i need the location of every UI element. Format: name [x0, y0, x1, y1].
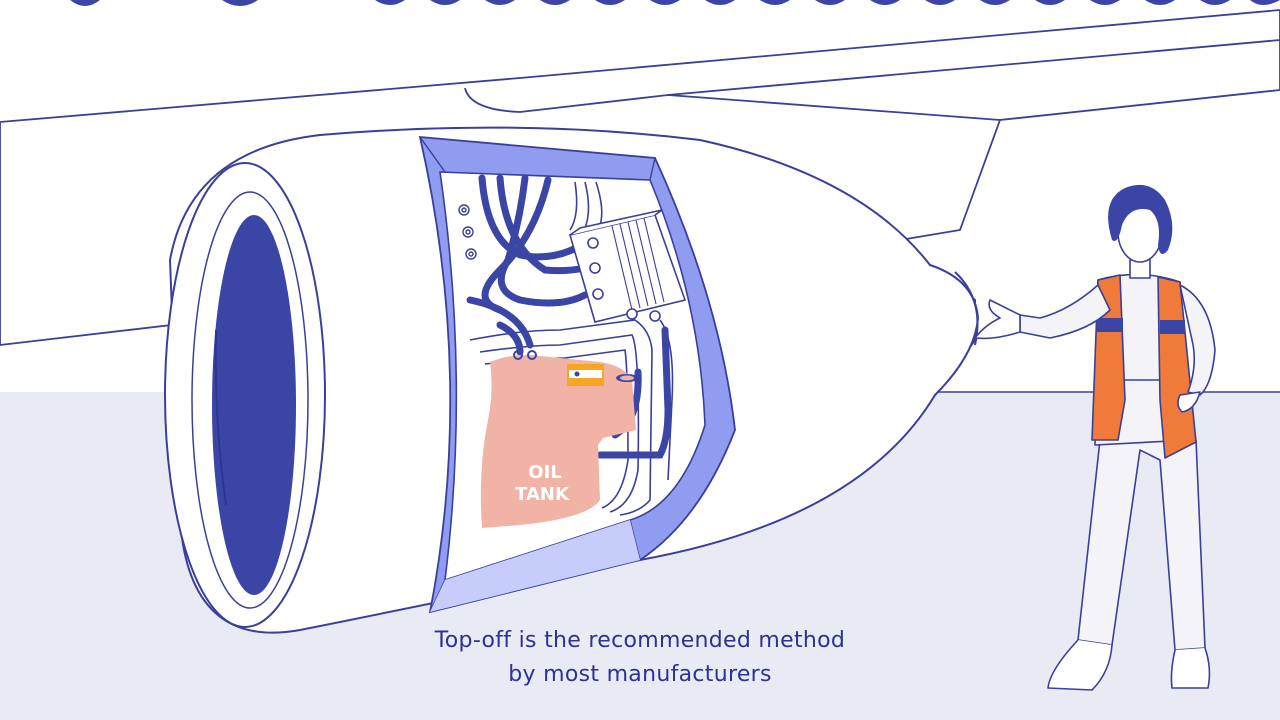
junction-box-icon: [568, 209, 687, 323]
caption-line2: by most manufacturers: [508, 662, 772, 687]
fastener-icon: [458, 204, 477, 260]
oil-tank-label-line1: OIL: [528, 462, 561, 483]
oil-tank-label-line2: TANK: [515, 484, 570, 505]
oil-tank: OIL TANK: [480, 350, 638, 528]
warning-sticker-icon: [567, 364, 604, 386]
hair: [1108, 184, 1173, 254]
engine-intake: [164, 162, 326, 628]
technician-figure: [974, 184, 1216, 691]
caption: Top-off is the recommended method by mos…: [340, 624, 940, 692]
top-scallop-border: [70, 0, 1280, 6]
caption-line1: Top-off is the recommended method: [434, 628, 846, 653]
